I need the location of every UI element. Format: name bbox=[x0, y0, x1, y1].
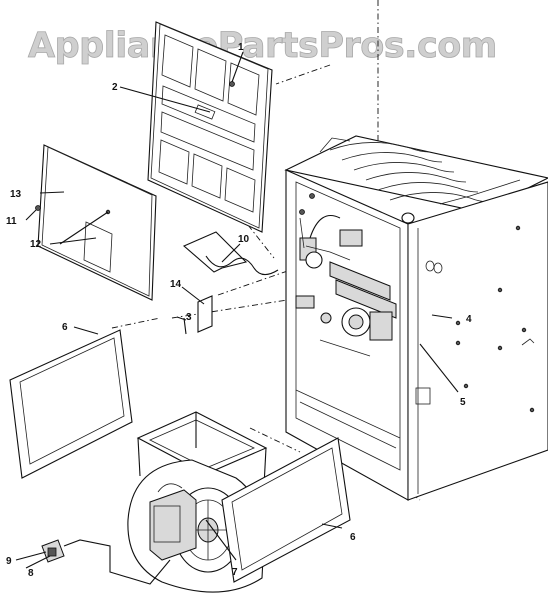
callout-9: 9 bbox=[6, 556, 12, 567]
bracket-part bbox=[183, 295, 213, 335]
watermark-text: AppliancePartsPros.com bbox=[28, 26, 497, 66]
callout-3: 3 bbox=[186, 312, 192, 323]
callout-labels: 1 2 3 4 5 6 6 7 8 9 10 11 12 13 14 bbox=[6, 42, 472, 579]
callout-13: 13 bbox=[10, 189, 22, 200]
callout-11: 11 bbox=[6, 216, 17, 227]
callout-6-upper: 6 bbox=[62, 322, 68, 333]
side-access-panel bbox=[35, 144, 157, 301]
capacitor-part bbox=[41, 539, 171, 585]
leader-lines bbox=[15, 51, 459, 569]
callout-12: 12 bbox=[30, 239, 42, 250]
callout-14: 14 bbox=[170, 279, 182, 290]
upper-door-panel bbox=[147, 21, 273, 233]
filter-panel-left bbox=[9, 329, 133, 479]
callout-10: 10 bbox=[238, 234, 250, 245]
callout-6-lower: 6 bbox=[350, 532, 356, 543]
callout-1: 1 bbox=[238, 42, 244, 53]
callout-4: 4 bbox=[466, 314, 472, 325]
heat-exchanger-tubes bbox=[319, 137, 521, 205]
blower-door-panel bbox=[221, 437, 351, 583]
callout-5: 5 bbox=[460, 397, 466, 408]
furnace-cabinet bbox=[284, 135, 548, 501]
callout-8: 8 bbox=[28, 568, 34, 579]
wiring-harness bbox=[182, 231, 279, 276]
callout-7: 7 bbox=[232, 567, 238, 578]
callout-2: 2 bbox=[112, 82, 118, 93]
burner-assembly bbox=[295, 193, 397, 357]
